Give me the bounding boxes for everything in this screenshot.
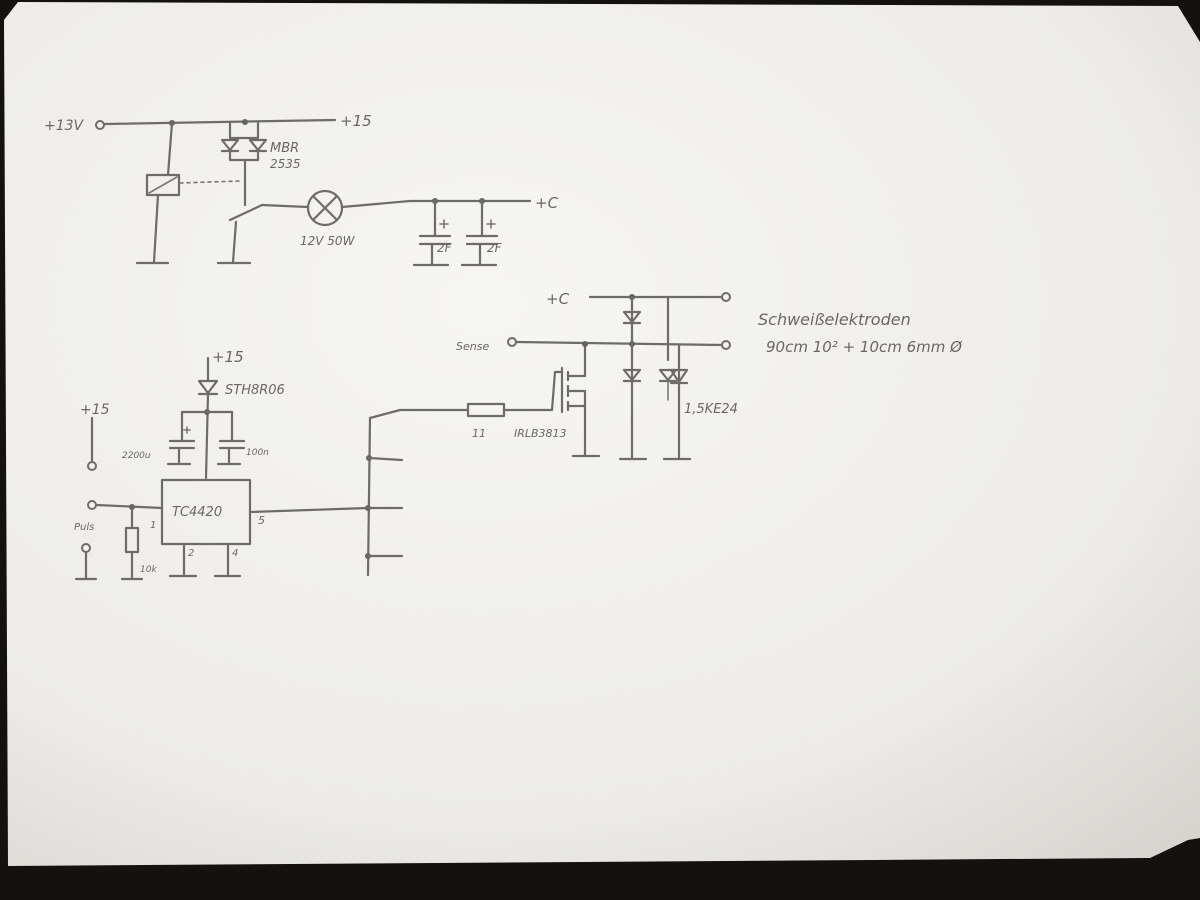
pulse-ground-terminal <box>81 543 91 553</box>
relay-coil-slash <box>148 176 178 194</box>
driver-section: +15 STH8R06 2200u 100n TC4420 1 2 4 5 +1… <box>74 348 370 581</box>
relay-linkage <box>179 180 241 184</box>
tvs-1-icon <box>622 310 642 325</box>
mosfet-icon <box>560 343 587 414</box>
mosfet-source-wire <box>571 404 601 458</box>
relay-supply-wire <box>166 121 174 177</box>
plus-c-label: +C <box>546 290 570 308</box>
gate-wire <box>502 370 564 412</box>
tvs-3-icon <box>658 368 678 383</box>
relay-coil <box>145 173 181 197</box>
diode-pair-top <box>228 120 260 140</box>
electrode-note-line2: 90cm 10² + 10cm 6mm Ø <box>766 338 963 356</box>
supply-in-terminal <box>95 120 105 130</box>
cap-2200u-icon <box>166 410 196 466</box>
resistor-10k-label: 10k <box>140 565 157 575</box>
output-section: +C Sense 11 IRLB3813 1,5KE24 Schweißelek… <box>365 290 963 577</box>
cap-1-icon <box>412 199 452 267</box>
pulse-ground-wire <box>74 550 98 581</box>
driver-supply-wire <box>204 392 210 480</box>
cap-100n-label: 100n <box>246 448 269 458</box>
driver-diode-label: STH8R06 <box>225 383 285 398</box>
diode-part-label: MBR <box>270 141 299 156</box>
ic-label: TC4420 <box>172 505 222 520</box>
pulse-vcc-terminal <box>87 461 97 471</box>
resistor-10k-icon <box>124 526 140 554</box>
diode-part-num-label: 2535 <box>270 157 301 171</box>
tvs-2-icon <box>622 368 642 383</box>
out-c-label: +C <box>535 194 559 212</box>
pulse-vcc-label: +15 <box>80 402 110 418</box>
rail-out-label: +15 <box>340 112 372 130</box>
tvs-label: 1,5KE24 <box>684 402 738 417</box>
ic-pin1-label: 1 <box>150 520 156 531</box>
electrode-note-line1: Schweißelektroden <box>758 310 911 329</box>
paper-sheet <box>4 2 1200 866</box>
gate-bus-wire <box>366 416 372 577</box>
mosfet-label: IRLB3813 <box>514 427 567 440</box>
pulse-in-terminal <box>87 500 97 510</box>
lamp-cross <box>311 194 339 222</box>
relay-switch <box>228 203 264 222</box>
driver-vcc-label: +15 <box>212 348 244 366</box>
ic-pin5-label: 5 <box>258 514 265 527</box>
cap-1-plus <box>439 219 449 229</box>
ic-pin4-label: 4 <box>232 548 238 559</box>
rail-node-2 <box>242 119 248 125</box>
ic-output-wire <box>248 506 370 514</box>
cap-2-label: 2F <box>487 241 503 255</box>
diode-pair-bottom <box>228 150 260 207</box>
supply-section: +13V +15 MBR 2535 12V 50W 2F 2F +C <box>44 112 559 267</box>
lamp-label: 12V 50W <box>300 234 356 248</box>
sense-out-terminal <box>721 340 731 350</box>
drain-node <box>582 341 588 347</box>
sense-label: Sense <box>456 340 489 353</box>
relay-ground-wire <box>152 193 160 264</box>
switch-ground-wire <box>231 220 238 264</box>
cap-100n-icon <box>216 410 246 466</box>
ic-pin2-ground <box>168 542 198 578</box>
tvs-column-3 <box>662 343 692 461</box>
cap-2200u-plus <box>183 426 191 434</box>
bus-branch-1 <box>367 456 404 462</box>
supply-in-label: +13V <box>44 118 85 134</box>
gate-feed-wire <box>368 408 470 420</box>
sense-rail <box>515 340 724 347</box>
lamp-to-cap-wire <box>340 199 532 209</box>
ic-pin4-ground <box>213 542 242 578</box>
pulse-in-label: Puls <box>74 522 94 533</box>
cap-1-label: 2F <box>437 241 453 255</box>
ic-pin2-label: 2 <box>188 548 194 559</box>
cap-2-icon <box>460 199 499 267</box>
plus-c-terminal <box>721 292 731 302</box>
top-rail-wire <box>103 118 337 126</box>
gate-resistor-label: 11 <box>472 427 486 440</box>
cap-2200u-label: 2200u <box>122 451 151 461</box>
sense-terminal <box>507 337 517 347</box>
switch-to-lamp-wire <box>260 203 310 209</box>
cap-2-plus <box>486 219 496 229</box>
